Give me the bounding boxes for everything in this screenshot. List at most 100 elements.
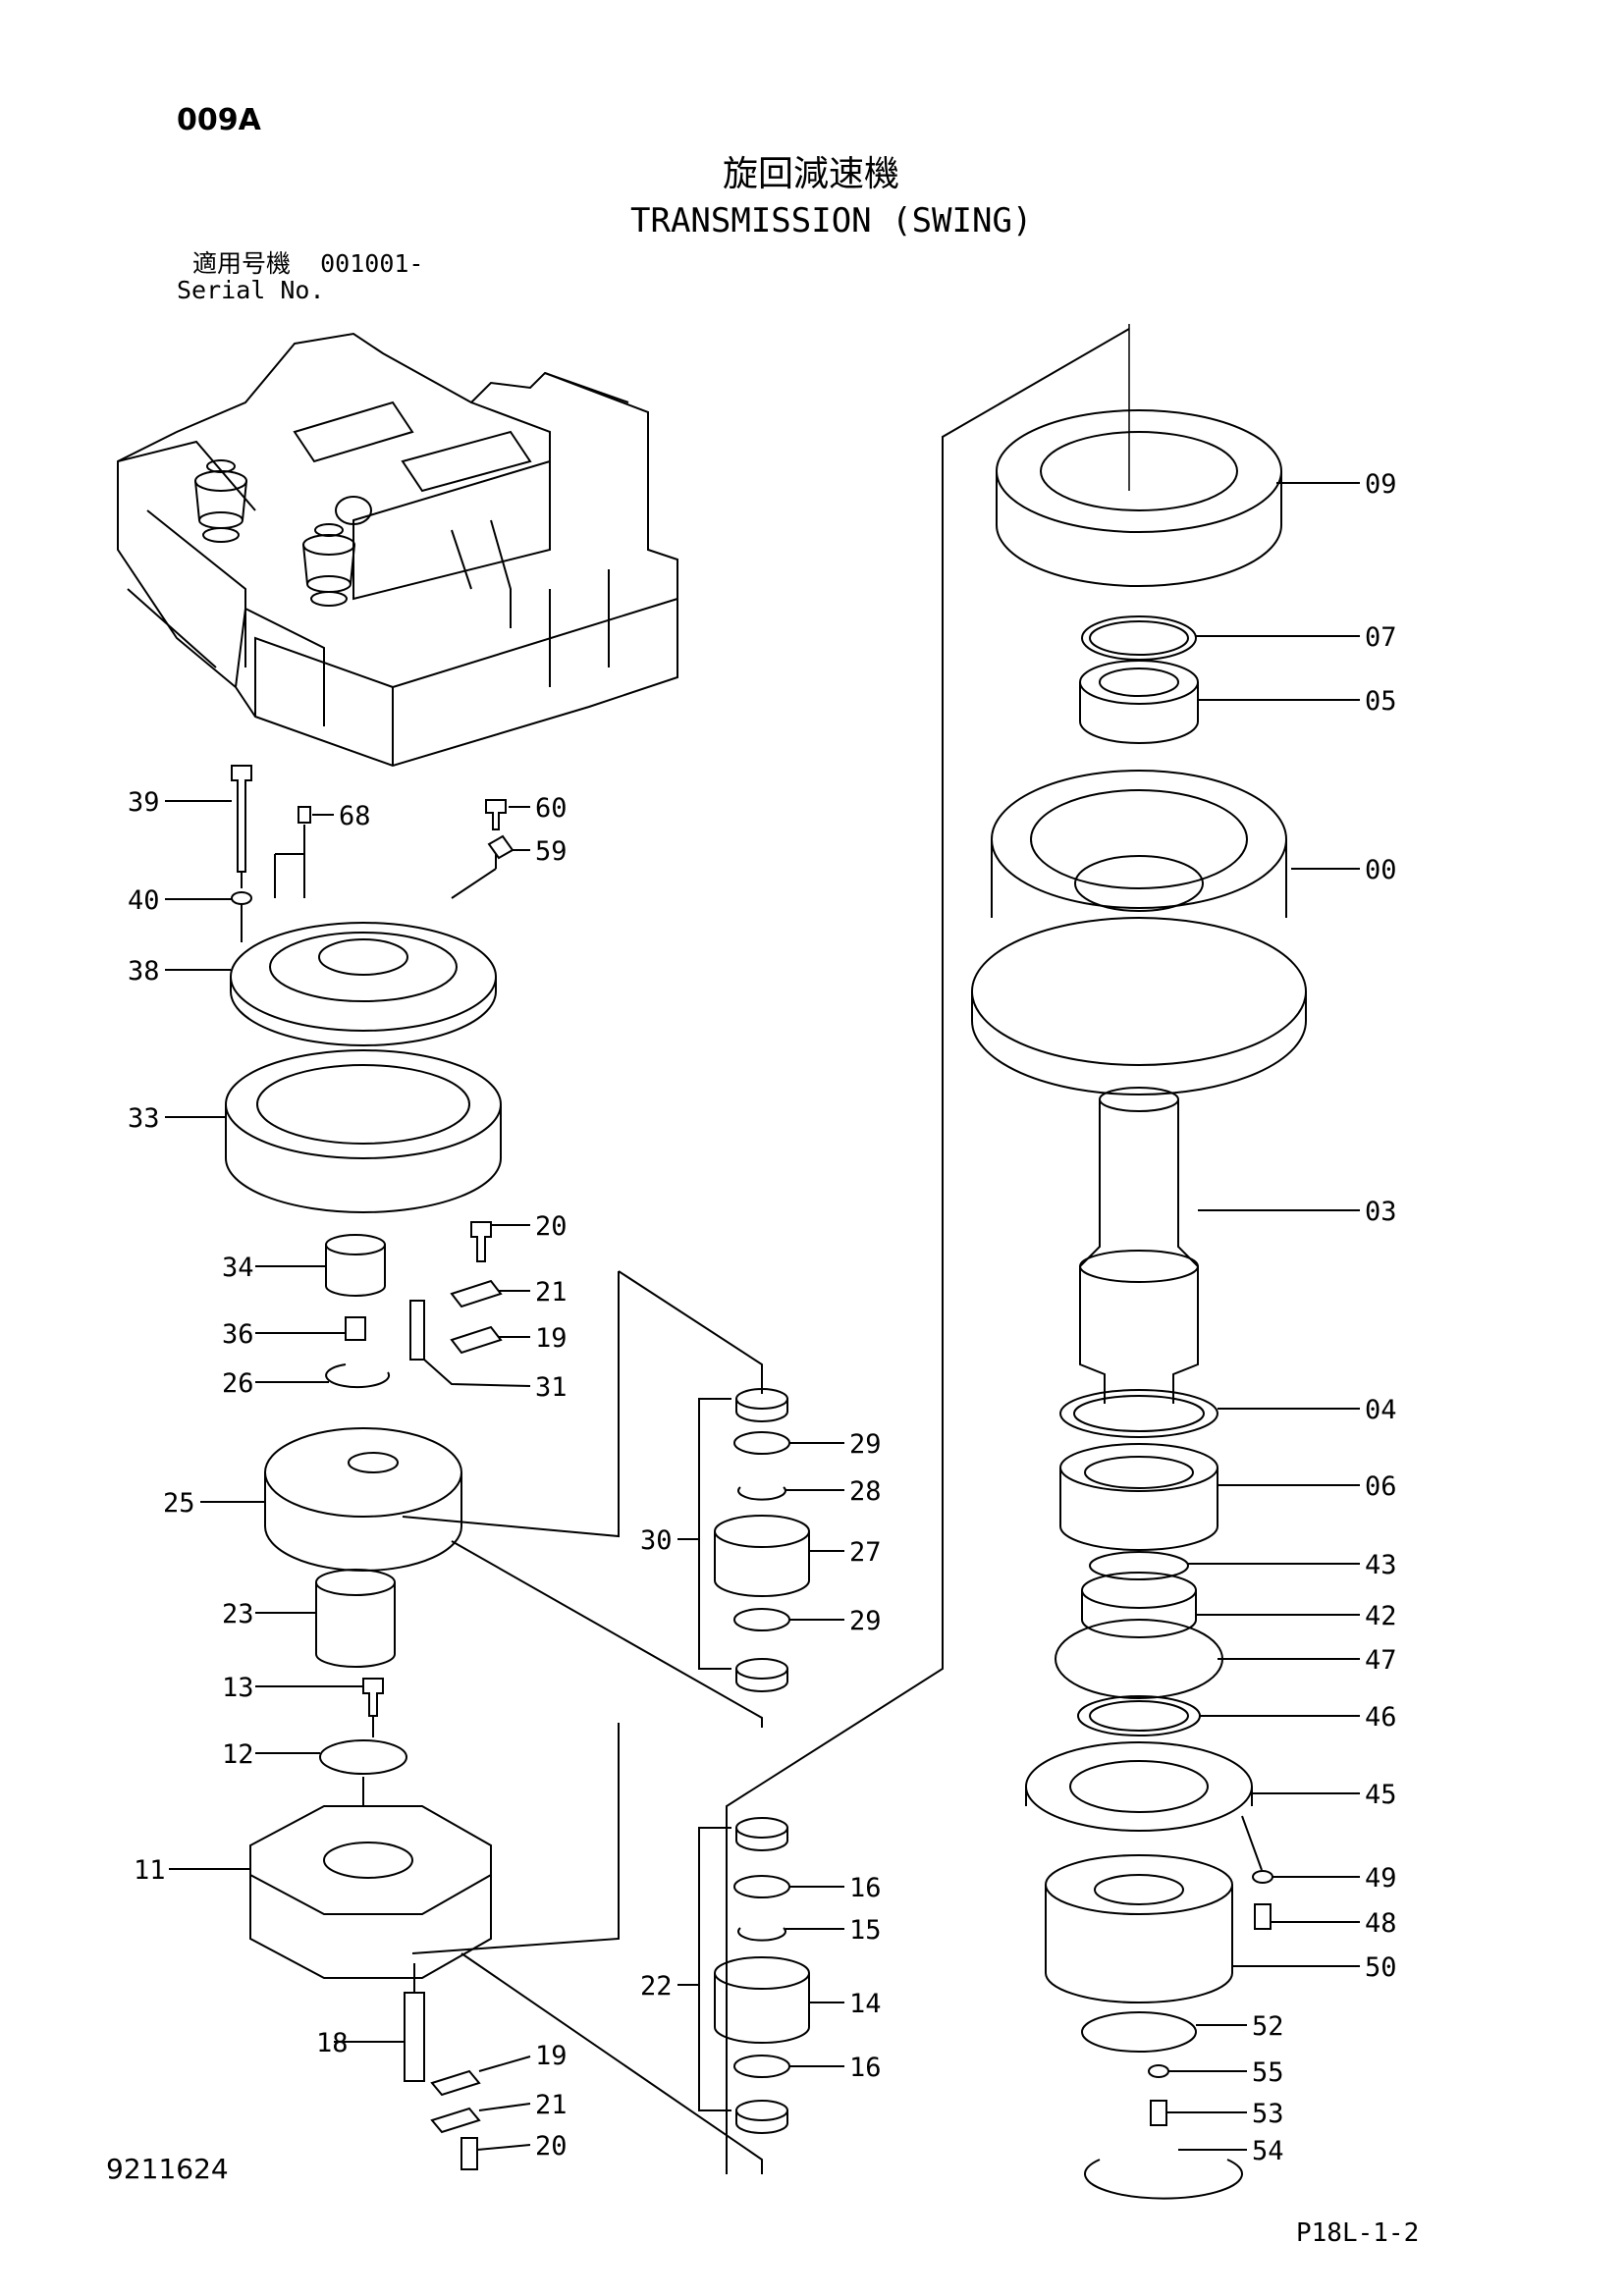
- callout-27: 27: [849, 1537, 882, 1568]
- part-39-bolt: [231, 765, 252, 873]
- callout-labels: 09 07 05 00 03 04 06 43 42 47 46 45 49 4…: [128, 469, 1397, 2166]
- callout-19-upper: 19: [535, 1323, 568, 1354]
- part-03-shaft: [1079, 1087, 1199, 1404]
- right-column-assembly: [971, 324, 1307, 2200]
- callout-22: 22: [640, 1971, 673, 2002]
- callout-07: 07: [1365, 622, 1397, 653]
- callout-38: 38: [128, 956, 160, 987]
- callout-40: 40: [128, 885, 160, 916]
- callout-09: 09: [1365, 469, 1397, 500]
- title-english: TRANSMISSION (SWING): [630, 201, 1033, 240]
- part-05-bearing: [1079, 660, 1199, 744]
- callout-16-upper: 16: [849, 1873, 882, 1903]
- part-16-thrust-washer-upper: [733, 1875, 790, 1898]
- callout-28: 28: [849, 1476, 882, 1507]
- callout-03: 03: [1365, 1197, 1397, 1227]
- part-29-thrust-washer: [733, 1608, 790, 1631]
- part-14-planet-gear: [714, 1956, 810, 2044]
- part-06-bearing: [1059, 1443, 1218, 1551]
- callout-39: 39: [128, 787, 160, 818]
- machine-context-sketch: [117, 332, 678, 768]
- part-52-plate: [1081, 2011, 1197, 2053]
- part-60-bolt: [485, 799, 507, 830]
- part-47-dust-seal: [1055, 1619, 1223, 1699]
- callout-31: 31: [535, 1372, 568, 1403]
- callout-06: 06: [1365, 1471, 1397, 1502]
- callout-50: 50: [1365, 1952, 1397, 1983]
- callout-46: 46: [1365, 1702, 1397, 1733]
- callout-16-lower: 16: [849, 2053, 882, 2083]
- part-18-pin: [404, 1992, 425, 2082]
- callout-52: 52: [1252, 2011, 1284, 2042]
- callout-34: 34: [222, 1253, 254, 1283]
- part-43-ring: [1089, 1551, 1189, 1580]
- part-21-lock-plate-upper: [450, 1279, 503, 1308]
- part-25-carrier: [264, 1427, 462, 1572]
- assembly-guide-lines: [241, 328, 1263, 2174]
- page-reference: P18L-1-2: [1296, 2218, 1420, 2248]
- callout-25: 25: [163, 1488, 195, 1519]
- part-11-carrier: [249, 1805, 492, 1979]
- part-54-snap-ring: [1084, 2159, 1243, 2200]
- part-27-planet-gear: [714, 1515, 810, 1597]
- part-40-washer: [231, 891, 252, 905]
- planetary-subassembly-upper: [714, 1388, 810, 1692]
- part-55-washer: [1148, 2064, 1169, 2078]
- callout-20-lower: 20: [535, 2131, 568, 2162]
- callout-43: 43: [1365, 1550, 1397, 1580]
- callout-60: 60: [535, 793, 568, 824]
- callout-13: 13: [222, 1673, 254, 1703]
- callout-26: 26: [222, 1368, 254, 1399]
- part-07-snap-ring: [1081, 615, 1197, 661]
- callout-20-upper: 20: [535, 1211, 568, 1242]
- callout-15: 15: [849, 1915, 882, 1946]
- serial-label-jp: 適用号機: [192, 249, 292, 278]
- part-23-gear: [315, 1569, 396, 1668]
- callout-33: 33: [128, 1103, 160, 1134]
- callout-30: 30: [640, 1525, 673, 1556]
- callout-19-lower: 19: [535, 2041, 568, 2071]
- callout-53: 53: [1252, 2099, 1284, 2129]
- serial-line: 適用号機 001001-: [192, 251, 423, 276]
- left-column-assembly: [225, 765, 514, 2170]
- callout-68: 68: [339, 801, 371, 831]
- callout-18: 18: [316, 2028, 349, 2058]
- part-19-plate-lower: [430, 2069, 481, 2097]
- part-15-snap-ring: [737, 1927, 786, 1942]
- callout-29-lower: 29: [849, 1606, 882, 1636]
- callout-21-lower: 21: [535, 2090, 568, 2120]
- callout-29-upper: 29: [849, 1429, 882, 1460]
- callout-14: 14: [849, 1989, 882, 2019]
- callout-00: 00: [1365, 855, 1397, 885]
- part-28-snap-ring: [737, 1486, 786, 1501]
- part-33-ring-gear: [225, 1049, 502, 1213]
- part-31-pin: [409, 1300, 425, 1361]
- part-36-spacer: [345, 1316, 366, 1341]
- part-04-seal: [1059, 1389, 1218, 1438]
- callout-21-upper: 21: [535, 1277, 568, 1308]
- part-12-thrust-plate: [319, 1739, 407, 1775]
- callout-05: 05: [1365, 686, 1397, 717]
- part-21-lock-plate-lower: [430, 2107, 481, 2134]
- callout-36: 36: [222, 1319, 254, 1350]
- part-16-thrust-washer-lower: [733, 2055, 790, 2078]
- callout-49: 49: [1365, 1863, 1397, 1894]
- drawing-code: 009A: [177, 103, 261, 137]
- callout-54: 54: [1252, 2136, 1284, 2166]
- part-13-bolt: [362, 1678, 384, 1717]
- callout-04: 04: [1365, 1395, 1397, 1425]
- callout-11: 11: [134, 1855, 166, 1886]
- part-53-bolt: [1150, 2100, 1167, 2126]
- part-45-cover: [1025, 1741, 1253, 1832]
- part-20-bolt-upper: [470, 1221, 492, 1262]
- document-number: 9211624: [106, 2153, 229, 2185]
- callout-45: 45: [1365, 1780, 1397, 1810]
- callout-59: 59: [535, 836, 568, 867]
- part-34-sun-gear: [325, 1234, 386, 1297]
- callout-42: 42: [1365, 1601, 1397, 1631]
- part-49-washer: [1252, 1870, 1273, 1884]
- part-50-pinion: [1045, 1854, 1233, 2003]
- part-00-housing: [971, 770, 1307, 1095]
- part-26-snap-ring: [325, 1363, 391, 1389]
- callout-23: 23: [222, 1599, 254, 1629]
